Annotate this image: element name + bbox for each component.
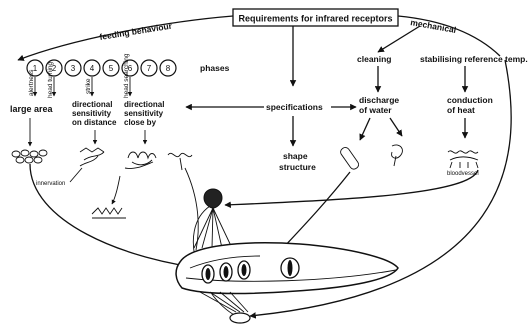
discharge-arrow-left (360, 118, 370, 140)
conduction-line2: of heat (447, 105, 475, 115)
shape-label: shape (283, 151, 308, 161)
discharge-line1: discharge (359, 95, 399, 105)
nerve-sketch-icon (92, 208, 126, 218)
directional-close-line3: close by (124, 118, 157, 127)
directional-close-line1: directional (124, 100, 164, 109)
phase-number: 8 (166, 64, 171, 73)
directional-distance-line3: on distance (72, 118, 117, 127)
phase-label-alertness: alertness (28, 69, 35, 96)
phase-number: 4 (90, 64, 95, 73)
pit-cluster-icon (12, 150, 47, 163)
innervation-sketch-icon (80, 148, 104, 166)
cleaning-label: cleaning (357, 54, 391, 64)
phase-number: 3 (71, 64, 76, 73)
phase-number: 7 (147, 64, 152, 73)
phases-label: phases (200, 63, 230, 73)
bloodvessel-sketch-icon (448, 151, 478, 168)
right-loop-to-receptor-arrow (225, 170, 478, 205)
water-tube-icon (339, 146, 360, 171)
specifications-label: specifications (266, 102, 323, 112)
wave-sketch (168, 153, 192, 156)
directional-distance-line2: sensitivity (72, 109, 112, 118)
directional-distance-line1: directional (72, 100, 112, 109)
feeding-behaviour-branch (18, 16, 233, 60)
discharge-arrow-right (390, 118, 402, 136)
to-nerve-sketch-arrow (112, 176, 120, 204)
large-area-to-head-arrow (30, 164, 215, 270)
directional-close-line2: sensitivity (124, 109, 164, 118)
discharge-line2: of water (359, 105, 392, 115)
large-area-label: large area (10, 104, 54, 114)
conduction-line1: conduction (447, 95, 493, 105)
to-cleaning-arrow (378, 26, 420, 52)
mechanical-label: mechanical (410, 17, 457, 35)
stabilising-label: stabilising reference temp. (420, 54, 528, 64)
wave-pointer (180, 158, 182, 170)
phase-label-head-turning: head turning (47, 61, 54, 98)
innervation-label: innervation (36, 181, 65, 187)
nerve-to-head-arrow (185, 168, 198, 250)
feeding-behaviour-label: feeding behaviour (99, 21, 174, 42)
structure-label: structure (279, 162, 316, 172)
phase-label-head-searching: head searching (123, 53, 130, 98)
receptor-sketch-icon (125, 152, 156, 169)
phase-number: 5 (109, 64, 114, 73)
drop-icon (392, 145, 403, 166)
requirements-title: Requirements for infrared receptors (238, 14, 392, 24)
innervation-pointer (70, 168, 82, 182)
phase-label-strike: strike (85, 78, 92, 94)
receptor-bulb-icon (194, 189, 232, 248)
